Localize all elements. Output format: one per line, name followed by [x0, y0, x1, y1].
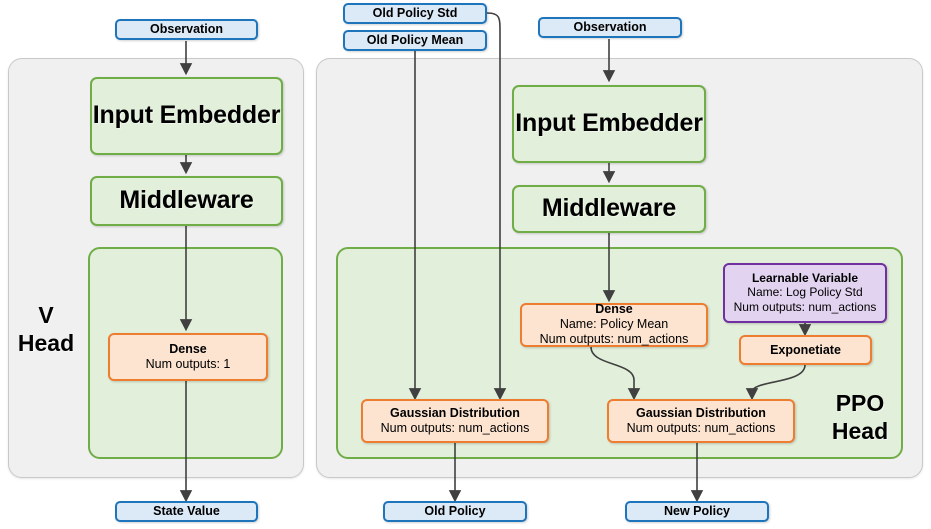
input-embedder-ppo[interactable]: Input Embedder [512, 85, 706, 163]
input-embedder-v[interactable]: Input Embedder [90, 77, 283, 155]
ppo-head-title-line1: PPO [835, 390, 885, 416]
old-policy-std-input[interactable]: Old Policy Std [343, 3, 487, 24]
ppo-head-title-line2: Head [831, 417, 889, 444]
ppo-head-title: PPO Head [812, 390, 908, 445]
old-policy-std-input-label: Old Policy Std [372, 6, 458, 21]
learnable-variable-num-outputs: Num outputs: num_actions [733, 300, 877, 315]
dense-policy-mean[interactable]: Dense Name: Policy Mean Num outputs: num… [520, 302, 708, 347]
observation-input-ppo[interactable]: Observation [538, 17, 682, 38]
v-head-title: V Head [10, 302, 82, 357]
v-head-title-line1: V [38, 302, 54, 328]
middleware-ppo-label: Middleware [541, 194, 677, 223]
state-value-output[interactable]: State Value [115, 501, 258, 522]
input-embedder-v-label: Input Embedder [92, 101, 281, 130]
exponentiate-title: Exponetiate [770, 342, 841, 357]
gaussian-distribution-old-title: Gaussian Distribution [390, 405, 520, 420]
old-policy-mean-input[interactable]: Old Policy Mean [343, 30, 487, 51]
observation-input-v-label: Observation [150, 22, 223, 37]
middleware-v[interactable]: Middleware [90, 176, 283, 226]
old-policy-output[interactable]: Old Policy [383, 501, 527, 522]
middleware-v-label: Middleware [119, 186, 254, 215]
dense-policy-mean-num-outputs: Num outputs: num_actions [539, 332, 689, 347]
dense-v-title: Dense [169, 341, 207, 356]
gaussian-distribution-new[interactable]: Gaussian Distribution Num outputs: num_a… [607, 399, 795, 443]
learnable-variable-name: Name: Log Policy Std [747, 285, 863, 300]
dense-policy-mean-name: Name: Policy Mean [559, 316, 669, 331]
v-head-title-line2: Head [17, 329, 75, 356]
dense-policy-mean-title: Dense [595, 302, 633, 316]
new-policy-output[interactable]: New Policy [625, 501, 769, 522]
middleware-ppo[interactable]: Middleware [512, 185, 706, 233]
dense-v[interactable]: Dense Num outputs: 1 [108, 333, 268, 381]
state-value-output-label: State Value [153, 504, 220, 519]
learnable-variable-title: Learnable Variable [751, 270, 859, 285]
observation-input-ppo-label: Observation [573, 20, 647, 35]
input-embedder-ppo-label: Input Embedder [515, 109, 703, 138]
gaussian-distribution-old-num-outputs: Num outputs: num_actions [380, 420, 530, 435]
dense-v-num-outputs: Num outputs: 1 [145, 356, 231, 371]
observation-input-v[interactable]: Observation [115, 19, 258, 40]
exponentiate[interactable]: Exponetiate [739, 335, 872, 365]
gaussian-distribution-old[interactable]: Gaussian Distribution Num outputs: num_a… [361, 399, 549, 443]
gaussian-distribution-new-num-outputs: Num outputs: num_actions [626, 420, 776, 435]
old-policy-output-label: Old Policy [424, 504, 486, 519]
learnable-variable-log-policy-std[interactable]: Learnable Variable Name: Log Policy Std … [723, 263, 887, 323]
gaussian-distribution-new-title: Gaussian Distribution [636, 405, 766, 420]
old-policy-mean-input-label: Old Policy Mean [366, 33, 464, 48]
new-policy-output-label: New Policy [664, 504, 730, 519]
